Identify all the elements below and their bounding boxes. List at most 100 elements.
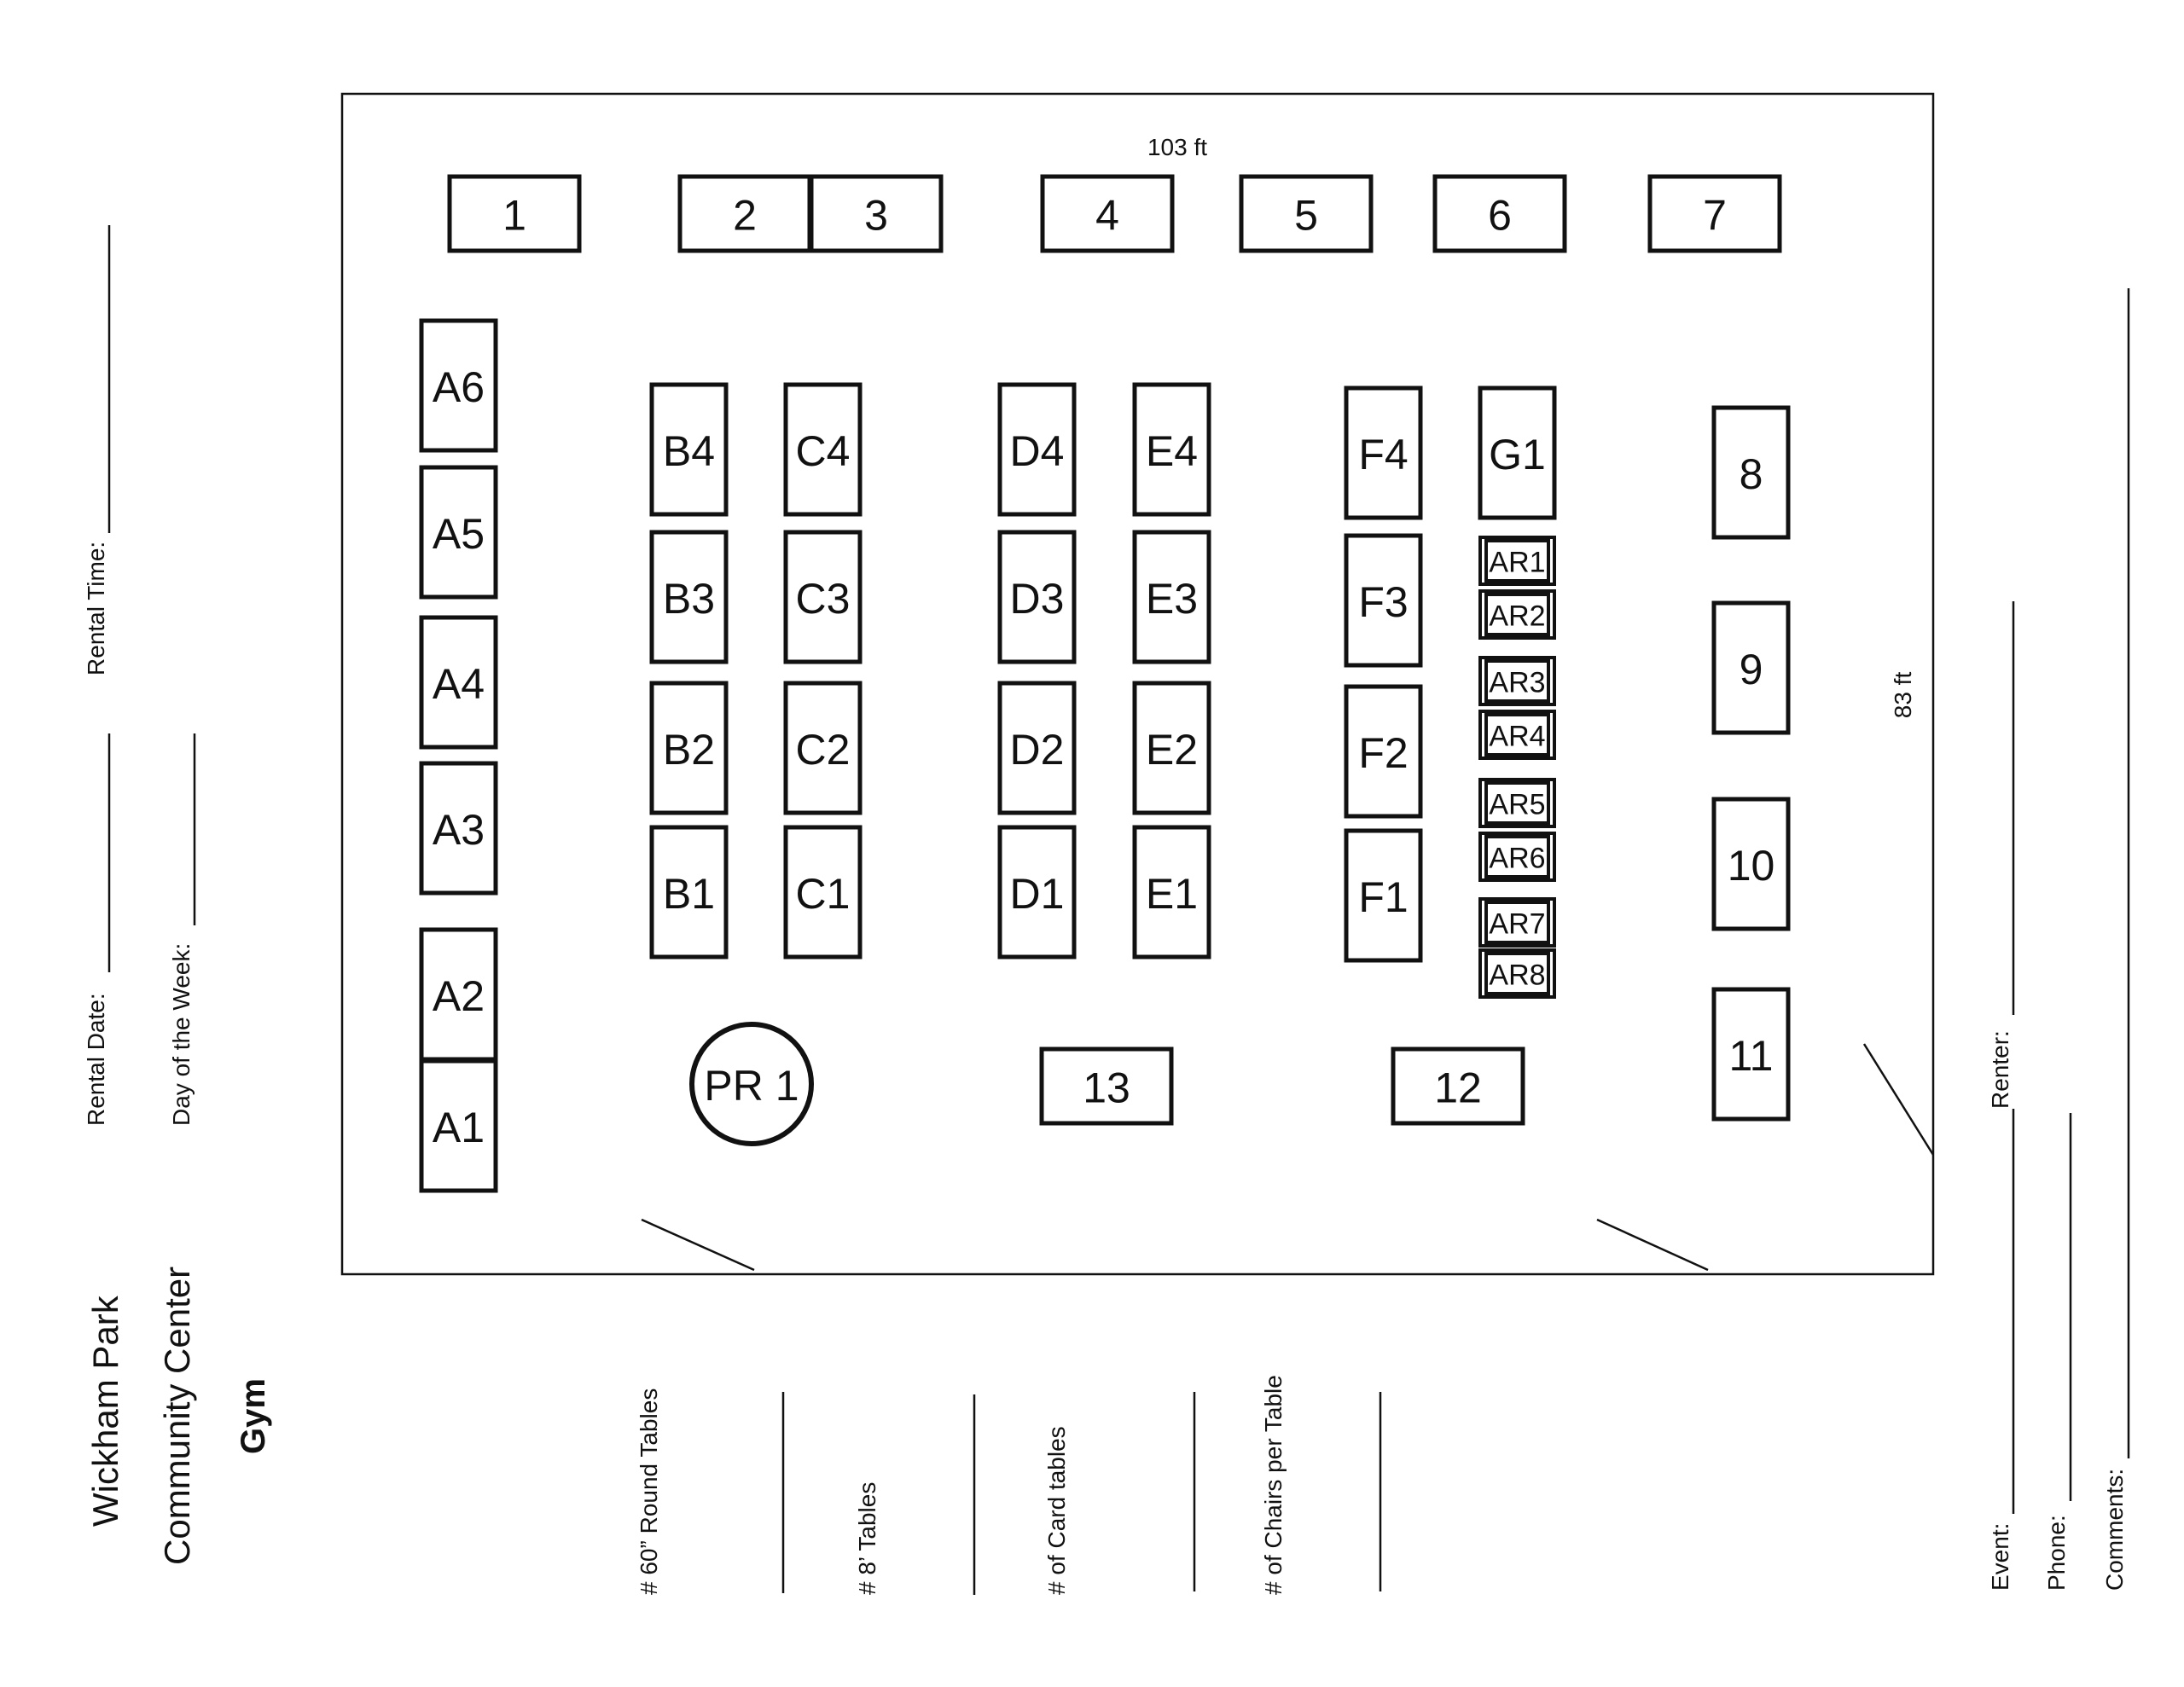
table-ar3[interactable]: AR3 bbox=[1478, 656, 1556, 706]
card-table-inner-border bbox=[1484, 659, 1550, 703]
table-6[interactable]: 6 bbox=[1432, 174, 1567, 253]
table-ar1[interactable]: AR1 bbox=[1478, 536, 1556, 586]
door-line-side bbox=[1862, 1043, 1935, 1156]
table-shape bbox=[419, 615, 498, 750]
table-e4[interactable]: E4 bbox=[1132, 382, 1211, 517]
table-c3[interactable]: C3 bbox=[783, 530, 863, 664]
table-shape bbox=[1040, 174, 1175, 253]
table-13[interactable]: 13 bbox=[1039, 1046, 1174, 1126]
table-d3[interactable]: D3 bbox=[997, 530, 1077, 664]
table-shape bbox=[419, 927, 498, 1062]
table-label: F4 bbox=[1358, 431, 1408, 478]
table-shape bbox=[997, 382, 1077, 517]
table-9[interactable]: 9 bbox=[1711, 600, 1791, 735]
table-label: PR 1 bbox=[704, 1062, 799, 1110]
table-label: 5 bbox=[1294, 192, 1318, 240]
table-f1[interactable]: F1 bbox=[1344, 828, 1423, 963]
card-table-inner-border bbox=[1484, 901, 1550, 944]
table-c2[interactable]: C2 bbox=[783, 681, 863, 815]
table-label: E1 bbox=[1146, 870, 1198, 918]
table-e1[interactable]: E1 bbox=[1132, 825, 1211, 959]
table-a4[interactable]: A4 bbox=[419, 615, 498, 750]
table-b1[interactable]: B1 bbox=[649, 825, 729, 959]
table-c4[interactable]: C4 bbox=[783, 382, 863, 517]
table-f3[interactable]: F3 bbox=[1344, 533, 1423, 668]
table-shape bbox=[419, 761, 498, 896]
table-a3[interactable]: A3 bbox=[419, 761, 498, 896]
table-c1[interactable]: C1 bbox=[783, 825, 863, 959]
table-d1[interactable]: D1 bbox=[997, 825, 1077, 959]
table-b3[interactable]: B3 bbox=[649, 530, 729, 664]
table-e3[interactable]: E3 bbox=[1132, 530, 1211, 664]
table-label: AR4 bbox=[1489, 721, 1545, 753]
table-shape bbox=[809, 174, 944, 253]
table-e2[interactable]: E2 bbox=[1132, 681, 1211, 815]
table-label: C2 bbox=[796, 726, 851, 774]
table-label: C1 bbox=[796, 870, 851, 918]
table-5[interactable]: 5 bbox=[1239, 174, 1374, 253]
table-b4[interactable]: B4 bbox=[649, 382, 729, 517]
table-shape bbox=[1132, 382, 1211, 517]
table-label: 3 bbox=[864, 192, 888, 240]
table-label: F3 bbox=[1358, 578, 1408, 626]
table-pr-1[interactable]: PR 1 bbox=[689, 1022, 814, 1146]
table-label: B2 bbox=[663, 726, 715, 774]
table-3[interactable]: 3 bbox=[809, 174, 944, 253]
table-d4[interactable]: D4 bbox=[997, 382, 1077, 517]
table-label: 13 bbox=[1083, 1064, 1130, 1112]
table-11[interactable]: 11 bbox=[1711, 987, 1791, 1122]
table-shape bbox=[447, 174, 582, 253]
table-shape bbox=[1239, 174, 1374, 253]
height-dimension-label: 83 ft bbox=[1890, 672, 1916, 719]
table-shape bbox=[1344, 533, 1423, 668]
table-12[interactable]: 12 bbox=[1391, 1046, 1525, 1126]
table-shape bbox=[1711, 797, 1791, 931]
width-dimension-label: 103 ft bbox=[1147, 134, 1207, 160]
room-name: Gym bbox=[235, 1378, 272, 1454]
card-tables-label: # of Card tables bbox=[1043, 1426, 1070, 1595]
gym-room-outline bbox=[340, 92, 1935, 1276]
table-2[interactable]: 2 bbox=[677, 174, 812, 253]
table-8[interactable]: 8 bbox=[1711, 405, 1791, 540]
table-label: A1 bbox=[433, 1104, 485, 1151]
table-1[interactable]: 1 bbox=[447, 174, 582, 253]
table-label: AR6 bbox=[1489, 843, 1545, 875]
table-label: 10 bbox=[1728, 842, 1775, 890]
facility-name-line2: Community Center bbox=[157, 1267, 197, 1565]
table-ar2[interactable]: AR2 bbox=[1478, 589, 1556, 640]
table-label: B1 bbox=[663, 870, 715, 918]
table-ar5[interactable]: AR5 bbox=[1478, 778, 1556, 828]
table-shape bbox=[649, 530, 729, 664]
table-ar4[interactable]: AR4 bbox=[1478, 710, 1556, 760]
table-label: 7 bbox=[1703, 192, 1727, 240]
table-shape bbox=[783, 681, 863, 815]
table-d2[interactable]: D2 bbox=[997, 681, 1077, 815]
table-b2[interactable]: B2 bbox=[649, 681, 729, 815]
table-shape bbox=[1344, 828, 1423, 963]
table-label: AR1 bbox=[1489, 547, 1545, 579]
table-shape bbox=[677, 174, 812, 253]
table-7[interactable]: 7 bbox=[1647, 174, 1782, 253]
table-g1[interactable]: G1 bbox=[1478, 386, 1557, 520]
table-ar7[interactable]: AR7 bbox=[1478, 897, 1556, 948]
table-a6[interactable]: A6 bbox=[419, 318, 498, 453]
card-table-inner-border bbox=[1484, 713, 1550, 757]
table-label: E3 bbox=[1146, 575, 1198, 623]
table-ar8[interactable]: AR8 bbox=[1478, 948, 1556, 999]
table-label: C3 bbox=[796, 575, 851, 623]
table-4[interactable]: 4 bbox=[1040, 174, 1175, 253]
table-f4[interactable]: F4 bbox=[1344, 386, 1423, 520]
table-shape bbox=[1432, 174, 1567, 253]
table-shape bbox=[783, 825, 863, 959]
table-shape bbox=[419, 1058, 498, 1193]
card-table-inner-border bbox=[1484, 835, 1550, 878]
table-f2[interactable]: F2 bbox=[1344, 684, 1423, 819]
table-a5[interactable]: A5 bbox=[419, 465, 498, 600]
table-10[interactable]: 10 bbox=[1711, 797, 1791, 931]
table-ar6[interactable]: AR6 bbox=[1478, 832, 1556, 882]
table-a1[interactable]: A1 bbox=[419, 1058, 498, 1193]
table-shape bbox=[1344, 684, 1423, 819]
table-label: 8 bbox=[1740, 450, 1763, 498]
table-a2[interactable]: A2 bbox=[419, 927, 498, 1062]
table-shape bbox=[649, 825, 729, 959]
